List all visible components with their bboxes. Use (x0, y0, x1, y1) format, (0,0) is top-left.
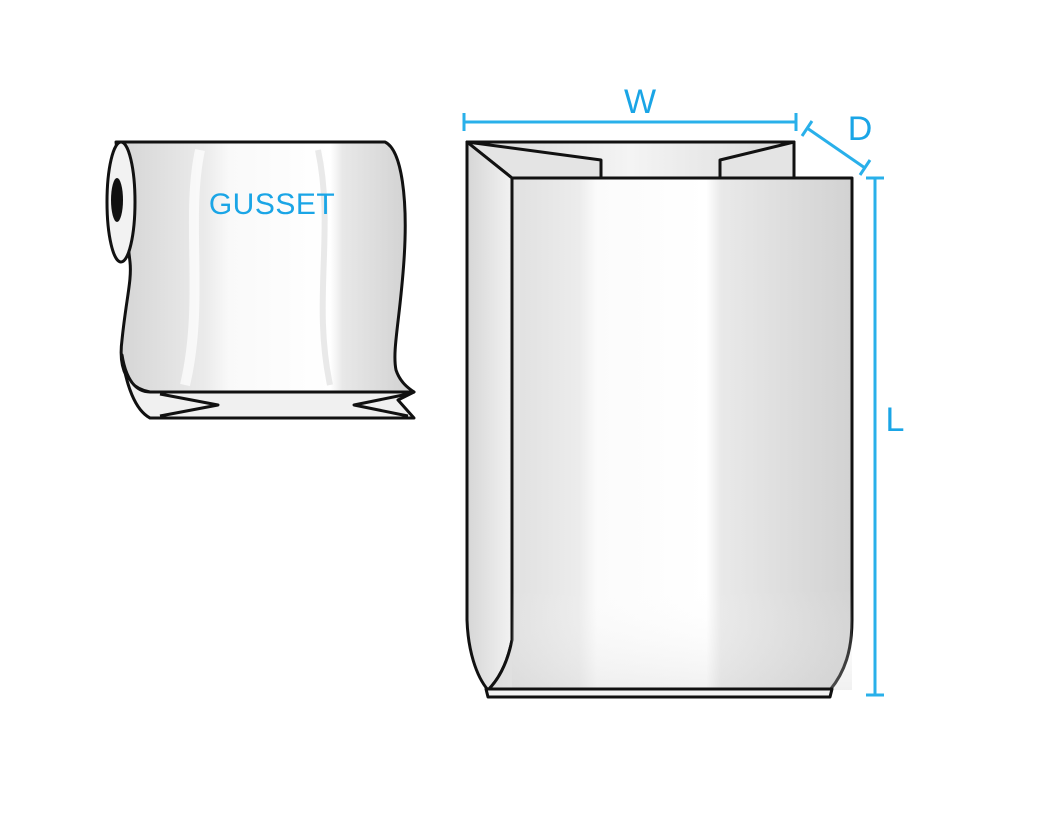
roll-bottom-gusset (120, 353, 416, 420)
length-label: L (886, 401, 905, 439)
roll-label: GUSSET (209, 188, 335, 221)
bag-left-gusset (465, 140, 514, 692)
dimension-length: L (866, 176, 905, 697)
dimension-depth: D (800, 110, 873, 176)
bag-bottom-seal (484, 687, 834, 699)
width-label: W (624, 83, 656, 121)
gusset-bag (465, 140, 854, 699)
roll-core-hole (111, 178, 123, 222)
roll-film-sheet (114, 140, 416, 394)
depth-label: D (848, 110, 873, 148)
dimension-width: W (462, 83, 798, 131)
gusset-roll: GUSSET (105, 140, 416, 420)
